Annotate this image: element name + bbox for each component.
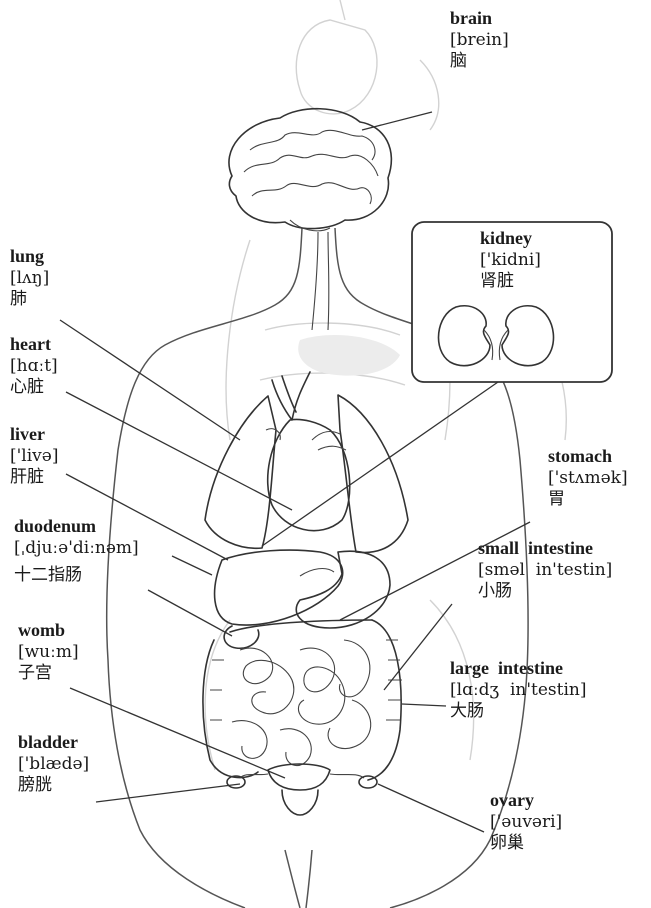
label-stomach-en: stomach: [548, 446, 628, 468]
label-large-intestine-zh: 大肠: [450, 701, 587, 722]
label-duodenum-en: duodenum: [14, 516, 139, 538]
label-kidney-en: kidney: [480, 228, 541, 250]
leader-womb: [70, 688, 285, 778]
label-brain-ph: [brein]: [450, 30, 509, 51]
leader-ovary: [378, 784, 484, 832]
background-skeleton: [205, 0, 566, 770]
label-womb-en: womb: [18, 620, 79, 642]
label-ovary: ovary ['əuvəri] 卵巢: [490, 790, 562, 853]
bladder-organ: [282, 790, 318, 815]
leader-brain: [362, 112, 432, 130]
label-liver-zh: 肝脏: [10, 467, 58, 488]
label-liver-en: liver: [10, 424, 58, 446]
label-duodenum-ph: [ˌdjuːə'diːnəm]: [14, 538, 139, 559]
label-stomach-zh: 胃: [548, 489, 628, 510]
label-liver-ph: ['livə]: [10, 446, 58, 467]
label-kidney: kidney ['kidni] 肾脏: [480, 228, 541, 291]
label-brain-en: brain: [450, 8, 509, 30]
label-heart-zh: 心脏: [10, 377, 58, 398]
lungs-organ: [205, 395, 408, 553]
label-bladder-ph: ['blædə]: [18, 754, 89, 775]
label-womb-ph: [wuːm]: [18, 642, 79, 663]
label-large-intestine: large intestine [lɑːdʒ in'testin] 大肠: [450, 658, 587, 721]
stomach-organ: [296, 551, 390, 628]
label-brain-zh: 脑: [450, 51, 509, 72]
label-womb-zh: 子宫: [18, 663, 79, 684]
label-ovary-en: ovary: [490, 790, 562, 812]
leader-duodenum: [172, 556, 212, 575]
small-intestine-organ: [232, 640, 371, 766]
label-heart-en: heart: [10, 334, 58, 356]
label-lung: lung [lʌŋ] 肺: [10, 246, 49, 309]
label-brain: brain [brein] 脑: [450, 8, 509, 71]
label-large-intestine-ph: [lɑːdʒ in'testin]: [450, 680, 587, 701]
label-lung-en: lung: [10, 246, 49, 268]
heart-organ: [266, 372, 350, 531]
liver-organ: [215, 550, 343, 625]
label-lung-ph: [lʌŋ]: [10, 268, 49, 289]
leader-large-intestine-2: [402, 704, 446, 706]
label-ovary-ph: ['əuvəri]: [490, 812, 562, 833]
label-lung-zh: 肺: [10, 289, 49, 310]
label-bladder: bladder ['blædə] 膀胱: [18, 732, 89, 795]
chest-shading: [298, 335, 400, 376]
label-womb: womb [wuːm] 子宫: [18, 620, 79, 683]
leader-kidney: [262, 382, 498, 546]
label-kidney-ph: ['kidni]: [480, 250, 541, 271]
label-bladder-zh: 膀胱: [18, 775, 89, 796]
leader-lung: [60, 320, 240, 440]
label-small-intestine-zh: 小肠: [478, 581, 612, 602]
label-heart: heart [hɑːt] 心脏: [10, 334, 58, 397]
label-ovary-zh: 卵巢: [490, 833, 562, 854]
label-kidney-zh: 肾脏: [480, 271, 541, 292]
label-small-intestine-en: small intestine: [478, 538, 612, 560]
label-stomach: stomach ['stʌmək] 胃: [548, 446, 628, 509]
label-bladder-en: bladder: [18, 732, 89, 754]
leader-lines: [60, 112, 530, 832]
label-liver: liver ['livə] 肝脏: [10, 424, 58, 487]
label-small-intestine: small intestine [sməl in'testin] 小肠: [478, 538, 612, 601]
leader-bladder: [96, 784, 240, 802]
brain-organ: [229, 109, 391, 330]
label-large-intestine-en: large intestine: [450, 658, 587, 680]
label-heart-ph: [hɑːt]: [10, 356, 58, 377]
label-stomach-ph: ['stʌmək]: [548, 468, 628, 489]
label-small-intestine-ph: [sməl in'testin]: [478, 560, 612, 581]
label-duodenum: duodenum [ˌdjuːə'diːnəm] 十二指肠: [14, 516, 139, 585]
label-duodenum-zh: 十二指肠: [14, 565, 139, 586]
